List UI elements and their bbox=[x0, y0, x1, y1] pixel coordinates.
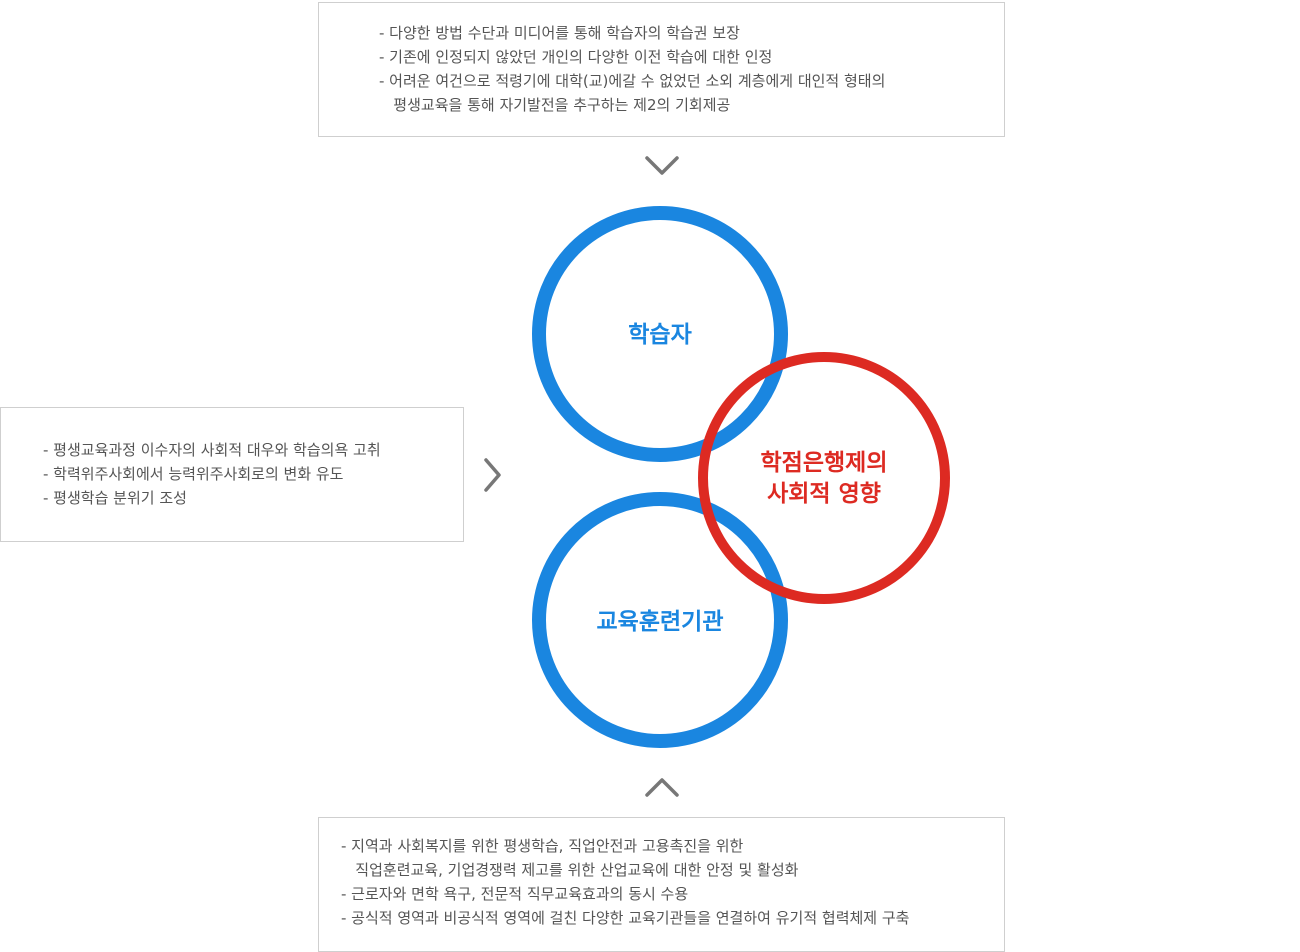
top-text-box: - 다양한 방법 수단과 미디어를 통해 학습자의 학습권 보장 - 기존에 인… bbox=[318, 2, 1005, 137]
list-item: - 평생학습 분위기 조성 bbox=[43, 489, 187, 507]
impact-label-line2: 사회적 영향 bbox=[767, 481, 881, 507]
institution-label: 교육훈련기관 bbox=[597, 609, 724, 635]
list-item: - 기존에 인정되지 않았던 개인의 다양한 이전 학습에 대한 인정 bbox=[379, 48, 773, 66]
top-box-list: - 다양한 방법 수단과 미디어를 통해 학습자의 학습권 보장 - 기존에 인… bbox=[379, 21, 885, 117]
institution-circle bbox=[532, 492, 788, 748]
list-item: - 어려운 여건으로 적령기에 대학(교)에갈 수 없었던 소외 계층에게 대인… bbox=[379, 72, 886, 90]
learner-label: 학습자 bbox=[628, 322, 691, 348]
list-item: - 평생교육과정 이수자의 사회적 대우와 학습의욕 고취 bbox=[43, 441, 381, 459]
bottom-text-box: - 지역과 사회복지를 위한 평생학습, 직업안전과 고용촉진을 위한 직업훈련… bbox=[318, 817, 1005, 952]
list-item: 직업훈련교육, 기업경쟁력 제고를 위한 산업교육에 대한 안정 및 활성화 bbox=[341, 861, 799, 879]
list-item: 평생교육을 통해 자기발전을 추구하는 제2의 기회제공 bbox=[379, 96, 731, 114]
list-item: - 학력위주사회에서 능력위주사회로의 변화 유도 bbox=[43, 465, 344, 483]
impact-label-line1: 학점은행제의 bbox=[761, 450, 888, 476]
list-item: - 지역과 사회복지를 위한 평생학습, 직업안전과 고용촉진을 위한 bbox=[341, 837, 744, 855]
learner-circle bbox=[532, 206, 788, 462]
chevron-right-icon bbox=[484, 458, 501, 492]
left-text-box: - 평생교육과정 이수자의 사회적 대우와 학습의욕 고취 - 학력위주사회에서… bbox=[0, 407, 464, 542]
list-item: - 공식적 영역과 비공식적 영역에 걸친 다양한 교육기관들을 연결하여 유기… bbox=[341, 909, 910, 927]
chevron-down-icon bbox=[645, 156, 679, 175]
list-item: - 근로자와 면학 욕구, 전문적 직무교육효과의 동시 수용 bbox=[341, 885, 689, 903]
chevron-up-icon bbox=[645, 778, 679, 797]
list-item: - 다양한 방법 수단과 미디어를 통해 학습자의 학습권 보장 bbox=[379, 24, 740, 42]
left-box-list: - 평생교육과정 이수자의 사회적 대우와 학습의욕 고취 - 학력위주사회에서… bbox=[43, 438, 381, 510]
impact-circle bbox=[698, 352, 950, 604]
bottom-box-list: - 지역과 사회복지를 위한 평생학습, 직업안전과 고용촉진을 위한 직업훈련… bbox=[341, 834, 909, 930]
